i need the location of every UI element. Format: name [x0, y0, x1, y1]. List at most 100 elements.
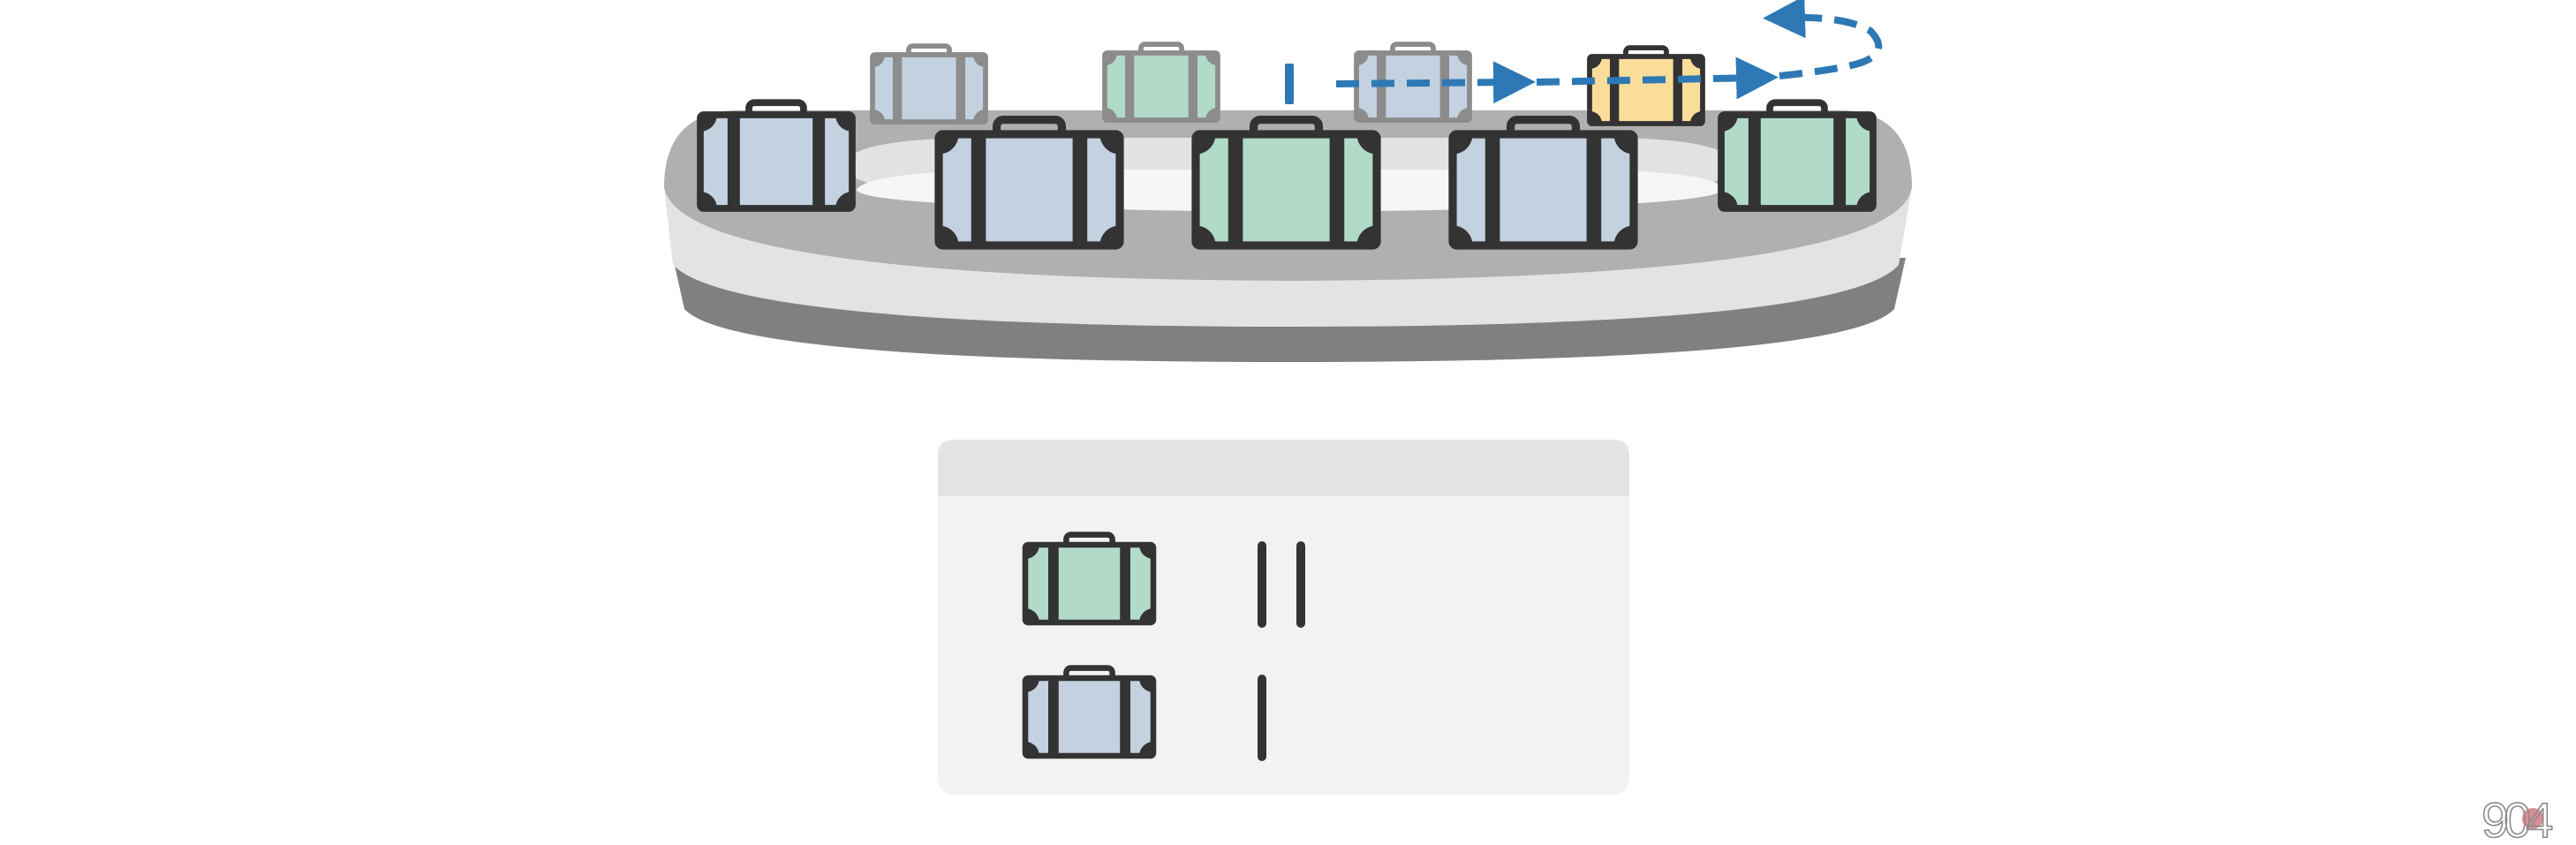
suitcase-corner: [1613, 225, 1634, 245]
suitcase-strap: [1748, 115, 1761, 208]
tally-panel-header: [938, 440, 1629, 496]
carousel-back-row: [870, 41, 1705, 126]
suitcase-strap: [1673, 57, 1683, 124]
tally-row: [1022, 532, 1305, 628]
tally-mark: [1296, 541, 1305, 628]
suitcase-corner: [1205, 107, 1218, 120]
suitcase-body: [1448, 130, 1638, 250]
suitcase-corner: [1139, 545, 1153, 559]
suitcase-strap: [1048, 545, 1059, 622]
suitcase-corner: [1453, 134, 1473, 155]
suitcase-corner: [1139, 742, 1153, 756]
suitcase-corner: [1196, 134, 1216, 155]
suitcase-body: [1191, 130, 1381, 250]
suitcase-strap: [812, 115, 826, 208]
watermark: 904: [2481, 791, 2558, 845]
suitcase-corner: [1856, 192, 1873, 208]
green-suitcase-icon: [1022, 532, 1157, 626]
suitcase-corner: [1613, 134, 1634, 155]
suitcase-strap: [1120, 678, 1130, 756]
tally-rows: [1022, 532, 1305, 761]
suitcase-body: [934, 130, 1124, 250]
suitcase-corner: [1139, 678, 1153, 692]
front-green-bag-right: [1718, 99, 1877, 212]
suitcase-body: [1022, 675, 1157, 759]
suitcase-strap: [1072, 134, 1088, 245]
suitcase-strap: [1124, 53, 1135, 120]
suitcase-corner: [1105, 53, 1118, 66]
front-green-bag-center: [1191, 116, 1381, 250]
tally-panel: [938, 440, 1629, 795]
front-blue-bag-2: [934, 116, 1124, 250]
suitcase-corner: [1139, 608, 1153, 622]
back-green-bag: [1102, 41, 1220, 123]
suitcase-corner: [835, 192, 852, 208]
suitcase-corner: [1356, 225, 1377, 245]
tally-mark: [1258, 675, 1266, 761]
suitcase-corner: [939, 134, 959, 155]
suitcase-body: [1587, 54, 1705, 126]
suitcase-corner: [1356, 53, 1370, 66]
tally-mark: [1258, 541, 1266, 628]
suitcase-body: [870, 52, 988, 124]
suitcase-strap: [1188, 53, 1198, 120]
suitcase-strap: [1609, 57, 1620, 124]
suitcase-corner: [700, 115, 717, 132]
carousel-front-row: [697, 99, 1877, 250]
suitcase-corner: [1456, 107, 1469, 120]
suitcase-corner: [873, 109, 886, 122]
suitcase-body: [697, 111, 856, 212]
suitcase-corner: [1456, 53, 1469, 66]
suitcase-strap: [971, 134, 986, 245]
suitcase-corner: [1590, 57, 1603, 70]
suitcase-corner: [972, 109, 986, 122]
watermark-text: 904: [2482, 792, 2552, 845]
suitcase-strap: [1833, 115, 1847, 208]
back-blue-bag-1: [870, 43, 988, 124]
blue-suitcase-icon: [1022, 665, 1157, 759]
tally-row: [1022, 665, 1266, 761]
suitcase-strap: [1586, 134, 1602, 245]
suitcase-corner: [1099, 134, 1120, 155]
suitcase-corner: [1025, 545, 1039, 559]
suitcase-body: [1102, 50, 1220, 123]
suitcase-body: [1718, 111, 1877, 212]
suitcase-corner: [939, 225, 959, 245]
suitcase-corner: [1025, 742, 1039, 756]
front-blue-bag-left: [697, 99, 856, 212]
suitcase-corner: [1356, 134, 1377, 155]
suitcase-corner: [835, 115, 852, 132]
suitcase-corner: [1099, 225, 1120, 245]
suitcase-strap: [956, 55, 966, 122]
suitcase-corner: [1856, 115, 1873, 132]
suitcase-corner: [1590, 110, 1603, 124]
suitcase-corner: [1721, 192, 1738, 208]
suitcase-strap: [1048, 678, 1059, 756]
suitcase-strap: [892, 55, 903, 122]
suitcase-strap: [1439, 53, 1450, 120]
suitcase-corner: [1196, 225, 1216, 245]
selected-yellow-bag: [1587, 45, 1705, 126]
suitcase-corner: [1689, 110, 1703, 124]
suitcase-strap: [1120, 545, 1130, 622]
suitcase-corner: [1025, 678, 1039, 692]
suitcase-body: [1022, 541, 1157, 626]
dashed-arrow-icon: [1536, 57, 1779, 100]
tally-mark-icon: [1285, 64, 1294, 104]
carousel-path: [1285, 0, 1883, 104]
suitcase-corner: [873, 55, 886, 68]
suitcase-corner: [972, 55, 986, 68]
suitcase-strap: [1484, 134, 1500, 245]
suitcase-corner: [1025, 608, 1039, 622]
suitcase-corner: [1453, 225, 1473, 245]
suitcase-corner: [1356, 107, 1370, 120]
watermark-dot: [2522, 808, 2543, 829]
suitcase-strap: [1329, 134, 1345, 245]
suitcase-strap: [1228, 134, 1243, 245]
suitcase-corner: [1105, 107, 1118, 120]
suitcase-corner: [1689, 57, 1703, 70]
suitcase-corner: [700, 192, 717, 208]
dashed-arrow-icon: [1335, 61, 1536, 104]
dashed-arrow-icon: [1763, 0, 1883, 79]
